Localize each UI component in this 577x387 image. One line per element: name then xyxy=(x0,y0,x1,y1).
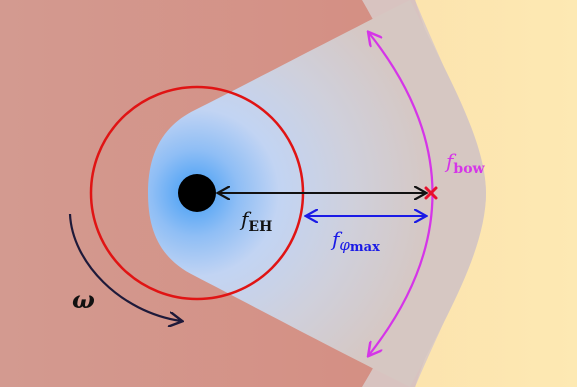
black-hole xyxy=(178,174,216,212)
label-eh: fEH xyxy=(239,207,272,235)
bow-marker xyxy=(424,186,438,200)
label-omega: ω xyxy=(72,285,95,314)
omega-arrow xyxy=(68,213,181,321)
